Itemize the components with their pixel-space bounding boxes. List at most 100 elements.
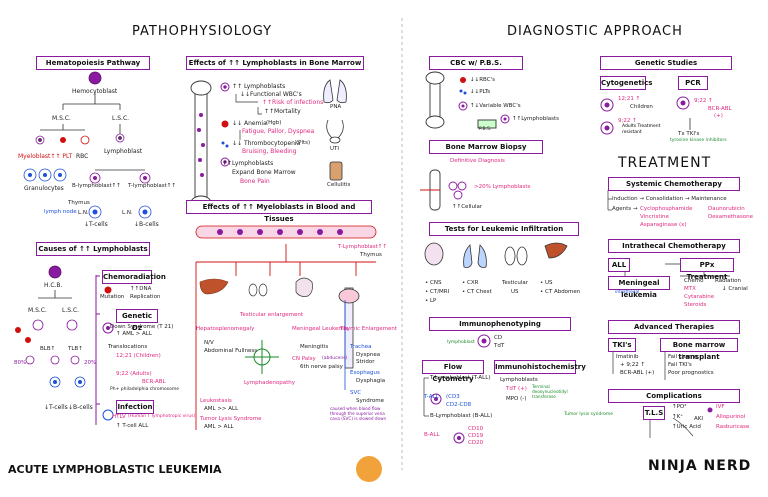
cbc-cell-icons (458, 77, 510, 124)
bm-thrombocytopenia: ↓↓ Thrombocytopenia (232, 140, 301, 147)
t-lymphoblast-label: T-lymphoblast↑↑ (128, 183, 176, 189)
test-us-abd: • US (540, 280, 553, 286)
induction-label: Induction → Consolidation → Maintenance (612, 196, 727, 202)
ihc-tdt: TdT (+) (506, 386, 527, 392)
pcr-bcr-abl: BCR-ABL (708, 106, 732, 112)
htlv-note: (Human T lymphotropic virus) (128, 414, 196, 419)
svc-label: SVC (350, 390, 362, 396)
svc-note: caused when blood flow through the super… (330, 406, 387, 421)
effects-bm-box: Effects of ↑↑ Lymphoblasts in Bone Marro… (186, 56, 364, 70)
advanced-therapies-box: Advanced Therapies (608, 320, 740, 334)
thymus-trachea-icon (338, 287, 360, 390)
chemorad-box: Chemoradiation (102, 270, 166, 284)
tls-ivf: IVF (716, 404, 725, 410)
tls-aki: AKI (694, 416, 703, 422)
ppx-steroids: Steroids (684, 302, 707, 308)
chemorad-icon (104, 286, 112, 294)
causes-t-cells: ↓T-cells (44, 404, 68, 411)
treatment-title: TREATMENT (618, 155, 712, 171)
myelo-connectors (195, 244, 376, 430)
bcr-abl-label: BCR-ABL (142, 379, 166, 385)
ppx-cytarabine: Cytarabine (684, 294, 715, 300)
causes-b-cells: ↓B-cells (68, 404, 93, 411)
leukostasis-aml: AML >> ALL (204, 406, 239, 412)
cbc-wbc: ↑↓Variable WBC's (470, 103, 521, 109)
immuno-tdt: TdT (494, 343, 505, 349)
thymus-top-label: Thymus (360, 252, 382, 258)
bmt-poor-prognostics: Poor prognostics (668, 370, 714, 376)
tls-po4: ↑PO⁴ (672, 404, 687, 410)
flow-t-all: T-ALL (424, 394, 439, 400)
flow-connector (423, 377, 429, 417)
all-box: ALL (608, 258, 630, 272)
brain-icon (295, 277, 313, 297)
tls-cell-icon (707, 407, 713, 413)
pct-20: 20% (84, 360, 97, 366)
trachea-label: Trachea (350, 344, 372, 350)
bm-lymphoblasts: ↑↑ Lymphoblasts (232, 83, 286, 90)
ppx-chemo: Chemo (684, 278, 704, 284)
immuno-cells (430, 334, 491, 444)
immuno-cd: CD (494, 335, 503, 341)
pathophysiology-title: PATHOPHYSIOLOGY (132, 24, 273, 39)
hematopoiesis-tree (23, 71, 152, 219)
hemocytoblast-cell (88, 71, 102, 85)
agent-dexamethasone: Dexamethasone (708, 214, 754, 220)
tumor-lysis-aml: AML > ALL (204, 424, 234, 430)
hepatosplenomegaly: Hepatosplenomegaly (196, 326, 255, 332)
systemic-chemo-box: Systemic Chemotherapy (608, 177, 740, 191)
lymph-node-label: lymph node (44, 209, 77, 215)
cbc-lymphoblasts: ↑↑Lymphoblasts (512, 116, 560, 122)
tls-k: ↑K⁺ (672, 414, 684, 420)
bm-anemia-sub: (Hgb) (266, 120, 282, 126)
t-lymphoblast-label: T-Lymphoblast↑↑ (338, 244, 387, 250)
pna-label: PNA (330, 104, 342, 110)
tls-box: T.L.S (643, 406, 665, 420)
ihc-box: Immunohistochemistry (494, 360, 586, 374)
tls-rasburicase: Rasburicase (716, 424, 750, 430)
pna-lungs-icon (323, 79, 347, 104)
cellulitis-label: Cellulitis (327, 182, 351, 188)
flow-t-lymphoblast: T-Lymphoblast (T-ALL) (430, 375, 491, 381)
bm-thrombo-sub: (Plts) (296, 140, 311, 146)
cyto-children: Children (630, 104, 653, 110)
blb-label: BLB↑ (40, 346, 56, 352)
flow-cd19: CD19 (468, 433, 484, 439)
agent-daunorubicin: Daunorubicin (708, 206, 745, 212)
mutation-label: Mutation (100, 294, 125, 300)
transloc-1221: 12;21 (Children) (116, 353, 161, 359)
granulocytes-label: Granulocytes (24, 185, 64, 192)
footer-title: ACUTE LYMPHOBLASTIC LEUKEMIA (8, 463, 222, 476)
infection-box: Infection (116, 400, 154, 414)
esophagus-label: Esophagus (350, 370, 380, 376)
cn-palsy-label: CN Palsy (292, 356, 316, 362)
causes-connector (95, 275, 100, 425)
cbc-rbc: ↓↓RBC's (470, 77, 495, 83)
lsc-label: L.S.C. (112, 115, 130, 122)
ppx-radiation: Radiation (715, 278, 741, 284)
cbc-box: CBC w/ P.B.S. (429, 56, 523, 70)
svc-syndrome: Syndrome (356, 398, 384, 404)
cbc-plt: ↓↓PLTs (470, 89, 491, 95)
bm-biopsy-box: Bone Marrow Biopsy (429, 140, 543, 154)
immunophenotyping-box: Immunophenotyping (429, 317, 571, 331)
thymic-enlargement: Thymic Enlargement (340, 326, 398, 332)
ppx-cranial: ↓ Cranial (722, 286, 748, 292)
flow-cd2: CD2-CD8 (446, 402, 472, 408)
philadelphia-label: Ph+ philadelphia chromosome (110, 387, 179, 392)
causes-box: Causes of ↑↑ Lymphoblasts (36, 242, 150, 256)
b-lymphoblast-label: B-lymphoblast↑↑ (72, 183, 121, 189)
bm-thrombo-symptoms: Bruising, Bleeding (242, 148, 297, 155)
b-cells-label: ↓B-cells (134, 221, 159, 228)
lymphadenopathy: Lymphadenopathy (244, 380, 296, 386)
tls-note: Tumor lysis syndrome (564, 412, 613, 417)
cn6-label: 6th nerve palsy (300, 364, 343, 370)
htlv-label: HTLV (112, 414, 126, 420)
bm-lymphoblasts-2: ↑↑Lymphoblasts (222, 160, 274, 167)
bm-cell-icons (220, 82, 230, 167)
cyto-adults: Adults Treatment resistant (622, 124, 661, 135)
ln-label-1: L.N. (78, 210, 89, 216)
bmt-fail-tki: Fail TKI's (668, 362, 692, 368)
bm-mortality: ↑↑Mortality (264, 108, 301, 115)
causes-msc-label: M.S.C. (28, 307, 47, 314)
